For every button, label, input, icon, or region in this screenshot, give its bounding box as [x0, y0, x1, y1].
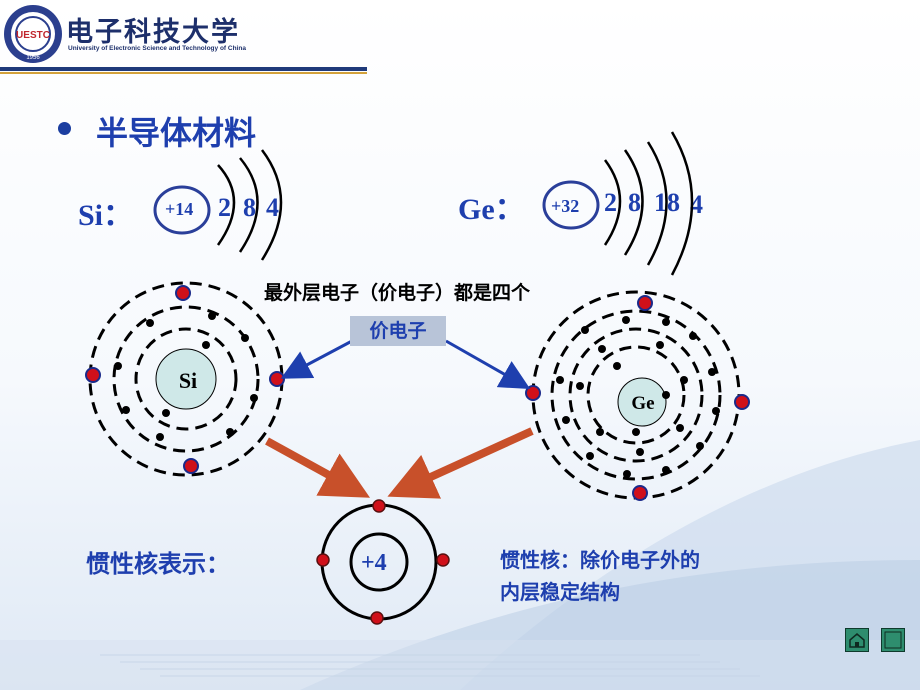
si-formula-nucleus: [153, 185, 211, 235]
core-charge: +4: [361, 550, 387, 576]
ge-formula-shell-arcs: [603, 131, 694, 276]
university-name-en: University of Electronic Science and Tec…: [68, 45, 246, 52]
ge-shell-1: 2: [604, 188, 617, 217]
home-button[interactable]: [845, 628, 869, 652]
si-shell-3: 4: [266, 193, 279, 222]
core-arrow-ge: [387, 427, 534, 499]
bullet-icon: [58, 122, 71, 135]
university-emblem-icon: UESTC 1956: [4, 5, 62, 63]
header-rule-accent: [0, 72, 367, 74]
ge-atom: Ge: [525, 290, 750, 501]
next-slide-button[interactable]: [881, 628, 905, 652]
si-shell-1: 2: [218, 193, 231, 222]
si-atom: Si: [85, 281, 285, 477]
core-label: 惯性核表示：: [86, 550, 230, 578]
ge-label: Ge：: [458, 193, 525, 226]
valence-caption: 最外层电子（价电子）都是四个: [264, 282, 531, 304]
university-logo: UESTC 1956 电子科技大学 University of Electron…: [0, 0, 370, 78]
svg-text:Si: Si: [179, 368, 197, 393]
svg-text:UESTC: UESTC: [16, 30, 50, 41]
ge-shell-4: 4: [690, 190, 703, 219]
core-note-line-2: 内层稳定结构: [500, 580, 620, 604]
ge-formula-nucleus: [542, 180, 600, 230]
valence-arrow-si: [280, 339, 353, 379]
core-note: 惯性核：除价电子外的 内层稳定结构: [500, 544, 700, 608]
ge-charge: +32: [551, 196, 580, 216]
svg-text:Ge: Ge: [631, 393, 654, 414]
slide-title: 半导体材料: [96, 114, 257, 152]
core-arrow-si: [265, 437, 371, 498]
header-rule: [0, 67, 367, 71]
svg-text:1956: 1956: [26, 55, 40, 61]
inertial-core: [316, 499, 450, 625]
si-charge: +14: [165, 199, 194, 219]
valence-arrow-ge: [445, 339, 531, 389]
valence-tag: 价电子: [350, 316, 446, 346]
next-slide-icon: [884, 631, 902, 649]
university-name-cn: 电子科技大学: [66, 17, 240, 48]
si-formula-shell-arcs: [216, 149, 283, 261]
ge-shell-2: 8: [628, 188, 641, 217]
si-label: Si：: [78, 199, 134, 232]
core-note-line-1: 惯性核：除价电子外的: [500, 548, 700, 572]
home-icon: [849, 633, 865, 648]
si-shell-2: 8: [243, 193, 256, 222]
